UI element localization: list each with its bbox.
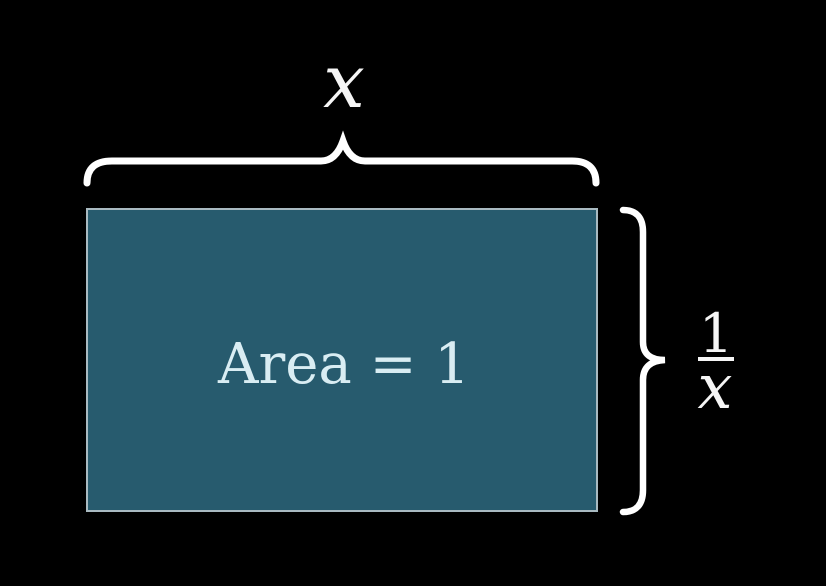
area-label: Area = 1 [217, 332, 470, 397]
fraction-denominator: x [698, 350, 733, 423]
fraction-bar [698, 357, 734, 361]
width-brace [83, 130, 600, 187]
height-brace [619, 206, 666, 516]
unit-area-rectangle [86, 208, 598, 512]
width-label: x [323, 39, 365, 125]
fraction-numerator: 1 [699, 302, 733, 365]
